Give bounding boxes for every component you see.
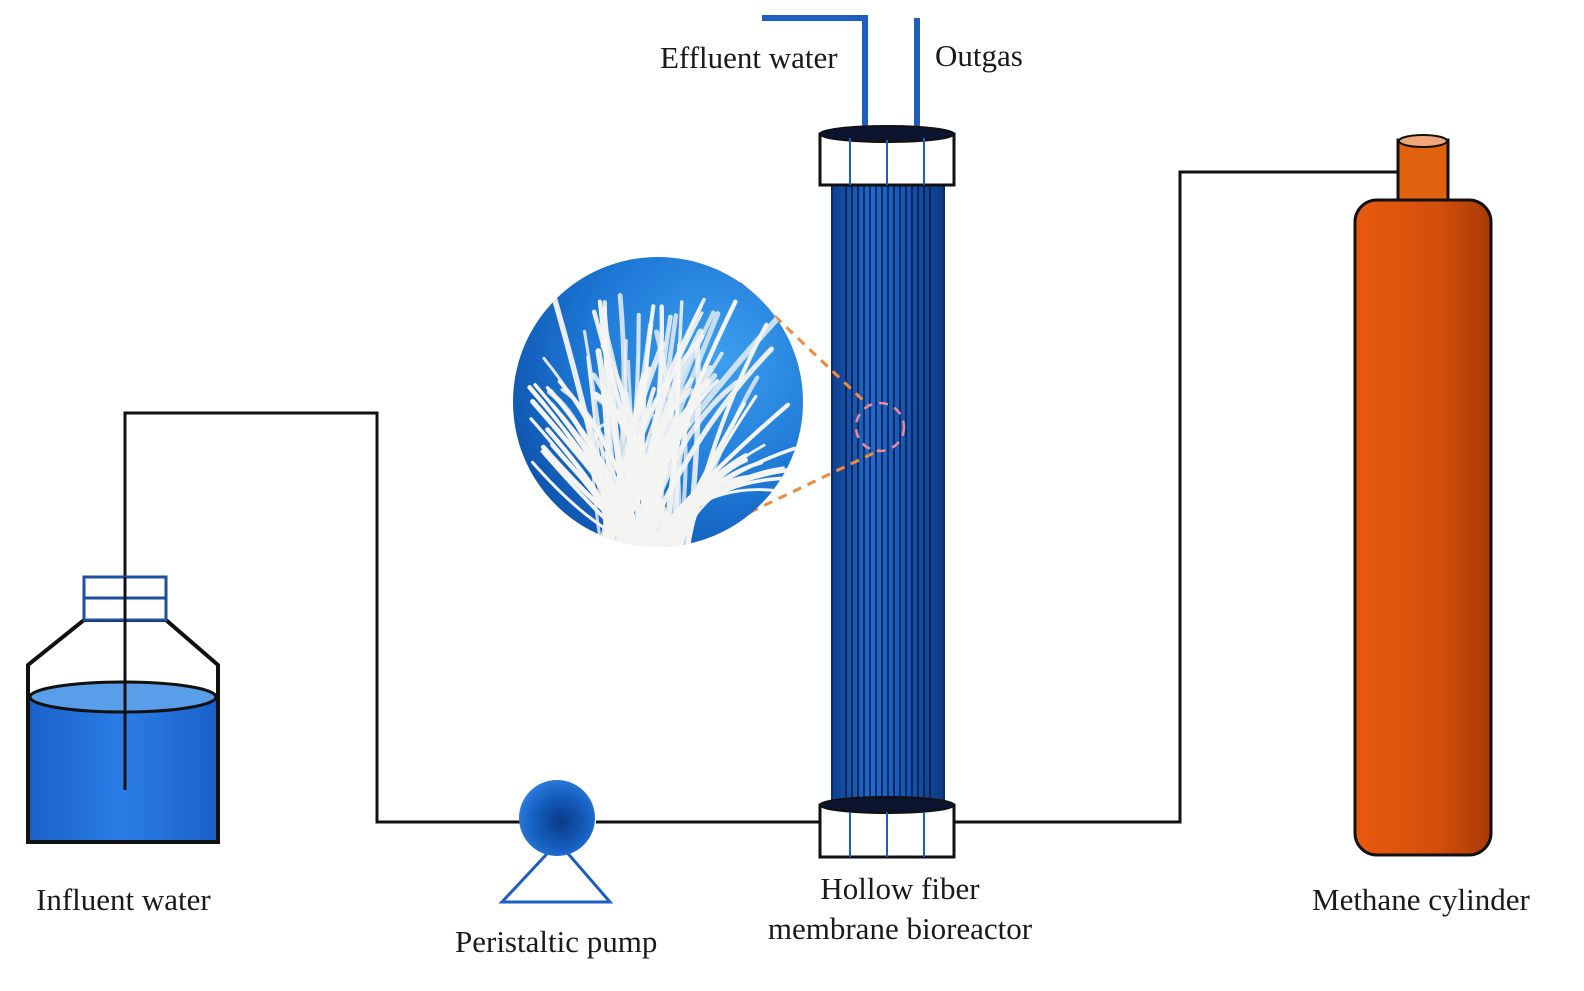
influent-water-label: Influent water bbox=[36, 882, 211, 917]
gas-line bbox=[955, 170, 1398, 824]
hollow-fiber-strand bbox=[545, 427, 625, 547]
outgas-label: Outgas bbox=[935, 38, 1023, 73]
hollow-fiber-strand bbox=[642, 402, 791, 547]
methane-cylinder-label: Methane cylinder bbox=[1312, 882, 1530, 917]
hollow-fiber-strand bbox=[545, 386, 625, 547]
hollow-fiber-strand bbox=[557, 379, 641, 547]
hollow-fiber-strand bbox=[529, 417, 636, 547]
pump-icon bbox=[498, 780, 614, 904]
hollow-fiber-inset bbox=[513, 257, 803, 547]
hollow-fiber-strand bbox=[530, 460, 660, 547]
effluent-water-label: Effluent water bbox=[660, 40, 838, 75]
hollow-fiber-strand bbox=[657, 476, 791, 547]
hollow-fiber-strand bbox=[676, 457, 748, 547]
peristaltic-pump-label: Peristaltic pump bbox=[455, 924, 658, 959]
membrane-reactor-icon bbox=[818, 125, 956, 859]
hollow-fiber-strand bbox=[533, 383, 637, 547]
bottle-icon bbox=[26, 575, 220, 844]
hollow-fiber-strand bbox=[530, 398, 656, 547]
reactor-label-line2: membrane bioreactor bbox=[767, 911, 1033, 946]
hollow-fiber-strand bbox=[669, 394, 758, 547]
hollow-fiber-strand bbox=[591, 309, 663, 547]
reactor-label-line1: Hollow fiber bbox=[820, 871, 980, 906]
hollow-fiber-strand bbox=[540, 449, 645, 547]
tubing bbox=[123, 170, 1398, 824]
outlet-pipes bbox=[762, 15, 920, 128]
influent-line bbox=[123, 411, 520, 824]
effluent-pipe bbox=[762, 15, 868, 128]
gas-cylinder-icon bbox=[1353, 134, 1493, 857]
